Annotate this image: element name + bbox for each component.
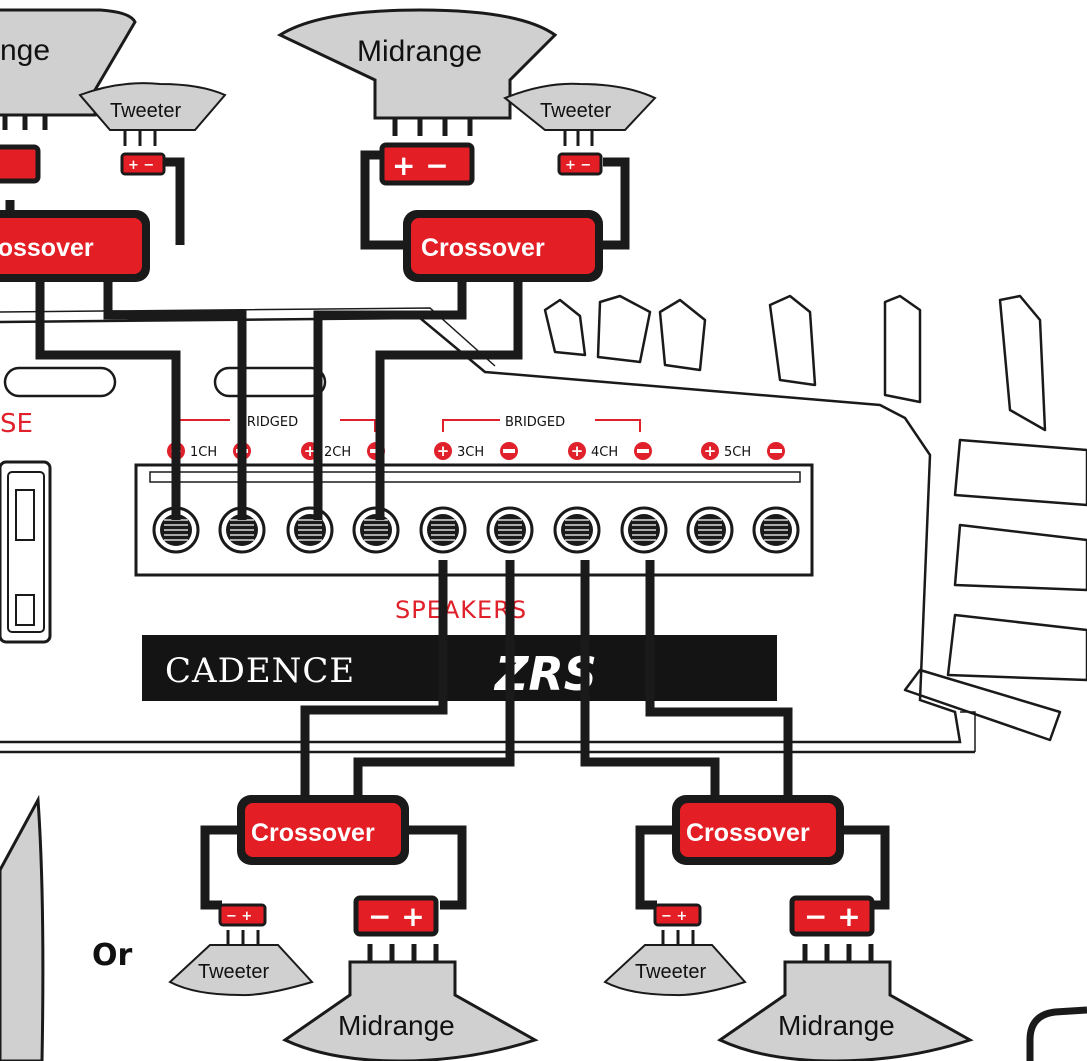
midrange-label: nge [0, 34, 50, 67]
subwoofer-partial-left [0, 794, 45, 1061]
plus-sign: + [704, 442, 717, 460]
channel-label: 1CH [190, 445, 217, 460]
tweeter-top-right: Tweeter + − [503, 82, 657, 176]
speaker-terminal [218, 506, 266, 554]
tweeter-polarity: − + [226, 909, 252, 924]
speaker-terminal [752, 506, 800, 554]
midrange-label: Midrange [778, 1010, 895, 1041]
minus-sign [770, 449, 782, 453]
crossover-label: Crossover [251, 819, 375, 847]
crossover-label: rossover [0, 234, 94, 262]
channel-labels: +1CH+2CH+3CH+4CH+5CH [167, 442, 785, 460]
tweeter-bottom-left: − + Tweeter [168, 903, 314, 997]
tweeter-polarity: − + [661, 909, 687, 924]
minus-sign [637, 449, 649, 453]
midrange-polarity: + − [392, 149, 449, 182]
speaker-terminal [286, 506, 334, 554]
tweeter-label: Tweeter [540, 100, 611, 122]
speaker-terminal [486, 506, 534, 554]
plus-sign: + [571, 442, 584, 460]
heat-sink-fins [543, 294, 1087, 742]
plus-icon [568, 442, 586, 460]
midrange-speaker-bottom-left: − + Midrange [281, 895, 539, 1061]
crossover-label: Crossover [421, 234, 545, 262]
speaker-terminal [152, 506, 200, 554]
tweeter-label: Tweeter [110, 100, 181, 122]
crossover-top-left: rossover [0, 210, 150, 282]
tweeter-top-left: Tweeter + − [78, 82, 227, 176]
fuse-label: SE [0, 409, 33, 439]
midrange-label: Midrange [338, 1010, 455, 1041]
channel-label: 4CH [591, 445, 618, 460]
or-label: Or [92, 938, 133, 973]
plus-sign: + [304, 442, 317, 460]
speaker-terminal [553, 506, 601, 554]
tweeter-polarity: + − [565, 158, 591, 173]
plus-icon [434, 442, 452, 460]
crossover-bottom-right: Crossover [672, 795, 844, 865]
bridged-label-1: BRIDGED [238, 415, 298, 430]
speaker-terminal [352, 506, 400, 554]
crossover-bottom-left: Crossover [237, 795, 409, 865]
speaker-terminal [419, 506, 467, 554]
crossover-top-right: Crossover [403, 210, 603, 282]
tweeter-label: Tweeter [198, 961, 269, 983]
channel-label: 2CH [324, 445, 351, 460]
brand-bar: CADENCE ZRS [142, 635, 777, 701]
plus-icon [701, 442, 719, 460]
midrange-speaker-bottom-right: − + Midrange [716, 895, 974, 1061]
speakers-label: SPEAKERS [395, 596, 527, 624]
channel-label: 5CH [724, 445, 751, 460]
wires [5, 150, 890, 910]
bridged-label-2: BRIDGED [505, 415, 565, 430]
minus-sign [503, 449, 515, 453]
channel-label: 3CH [457, 445, 484, 460]
speaker-terminal [686, 506, 734, 554]
midrange-label: Midrange [357, 35, 482, 68]
brand-logo: CADENCE [165, 651, 355, 691]
plus-sign: + [437, 442, 450, 460]
crossover-label: Crossover [686, 819, 810, 847]
midrange-speaker-top-right: Midrange + − [276, 8, 558, 186]
partial-outline [1026, 1006, 1087, 1061]
speaker-terminal [620, 506, 668, 554]
midrange-polarity: − + [804, 900, 861, 933]
fuse-holder [0, 460, 52, 644]
terminal-block [134, 463, 814, 577]
tweeter-label: Tweeter [635, 961, 706, 983]
midrange-polarity: − + [368, 900, 425, 933]
midrange-speaker-top-left: nge [0, 8, 137, 184]
tweeter-polarity: + − [128, 158, 154, 173]
tweeter-bottom-right: − + Tweeter [603, 903, 747, 997]
